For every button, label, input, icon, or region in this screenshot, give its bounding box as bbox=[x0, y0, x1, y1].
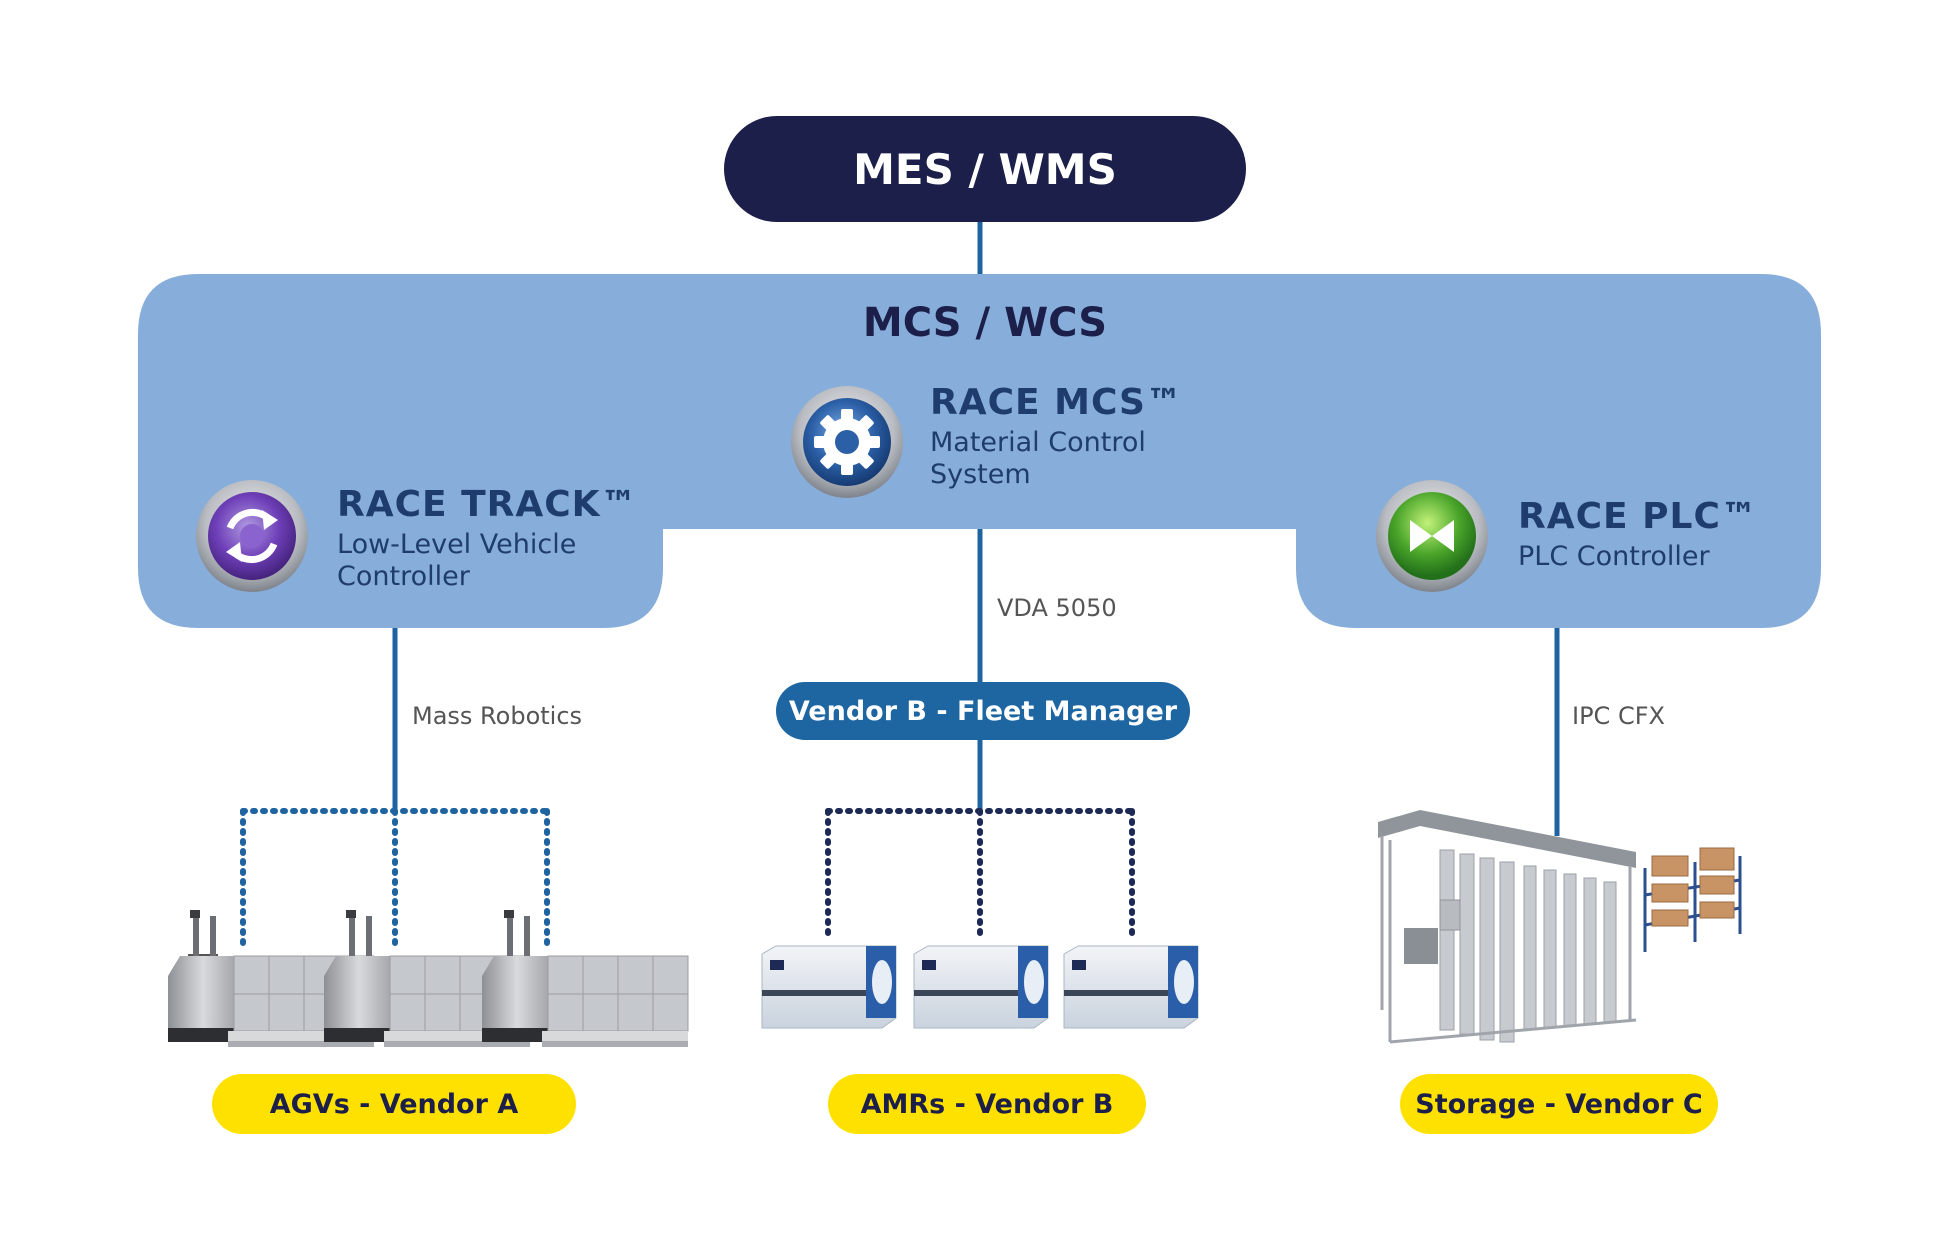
amr-illustrations bbox=[761, 945, 1199, 1029]
race-track-block: RACE TRACK™ Low-Level Vehicle Controller bbox=[337, 484, 638, 593]
race-mcs-desc-line2: System bbox=[930, 459, 1031, 490]
protocol-label-mass-robotics: Mass Robotics bbox=[412, 702, 583, 730]
amr-robot bbox=[1063, 945, 1199, 1029]
agv-dotted-bus bbox=[240, 808, 550, 953]
race-track-name: RACE TRACK™ bbox=[337, 484, 638, 525]
amr-dotted-bus bbox=[825, 808, 1135, 939]
vendor-agv-label: AGVs - Vendor A bbox=[269, 1088, 519, 1120]
protocol-label-ipc-cfx: IPC CFX bbox=[1572, 702, 1665, 730]
race-plc-desc-line1: PLC Controller bbox=[1518, 541, 1710, 572]
race-plc-name: RACE PLC™ bbox=[1518, 496, 1758, 537]
fleet-manager-node: Vendor B - Fleet Manager bbox=[776, 682, 1190, 740]
race-plc-block: RACE PLC™ PLC Controller bbox=[1518, 496, 1758, 573]
race-track-desc-line1: Low-Level Vehicle bbox=[337, 529, 577, 560]
race-mcs-desc-line1: Material Control bbox=[930, 427, 1146, 458]
vendor-pill-agv: AGVs - Vendor A bbox=[212, 1074, 576, 1134]
race-mcs-block: RACE MCS™ Material Control System bbox=[930, 382, 1183, 491]
agv-robot bbox=[482, 910, 689, 1047]
vendor-amr-label: AMRs - Vendor B bbox=[860, 1088, 1114, 1120]
fleet-manager-label: Vendor B - Fleet Manager bbox=[788, 695, 1178, 727]
mes-wms-label: MES / WMS bbox=[853, 144, 1117, 194]
vendor-pill-amr: AMRs - Vendor B bbox=[828, 1074, 1146, 1134]
mes-wms-node: MES / WMS bbox=[724, 116, 1246, 222]
vendor-storage-label: Storage - Vendor C bbox=[1415, 1088, 1703, 1120]
race-mcs-name: RACE MCS™ bbox=[930, 382, 1183, 423]
mcs-wcs-title: MCS / WCS bbox=[862, 300, 1108, 346]
gear-icon bbox=[791, 386, 903, 498]
amr-robot bbox=[761, 945, 897, 1029]
vendor-pill-storage: Storage - Vendor C bbox=[1400, 1074, 1718, 1134]
race-track-desc-line2: Controller bbox=[337, 561, 470, 592]
amr-robot bbox=[913, 945, 1049, 1029]
storage-illustration bbox=[1378, 810, 1742, 1044]
cycle-arrows-icon bbox=[196, 480, 308, 592]
agv-illustrations bbox=[168, 910, 689, 1047]
protocol-label-vda5050: VDA 5050 bbox=[997, 594, 1117, 622]
bowtie-valve-icon bbox=[1376, 480, 1488, 592]
